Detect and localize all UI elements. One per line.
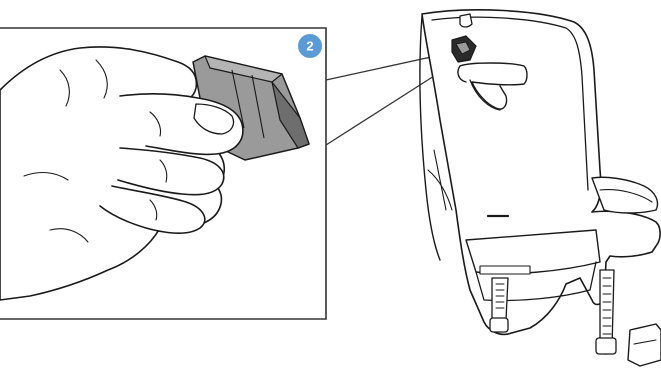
step-badge-number: 2: [306, 39, 313, 54]
left-strap: [490, 278, 508, 332]
bike-child-seat-icon: [420, 10, 661, 366]
armrest: [592, 177, 658, 213]
step-badge: 2: [298, 34, 322, 58]
top-mount: [460, 14, 472, 27]
footrest-bracket: [628, 324, 661, 366]
base-label-strip: [480, 266, 530, 274]
